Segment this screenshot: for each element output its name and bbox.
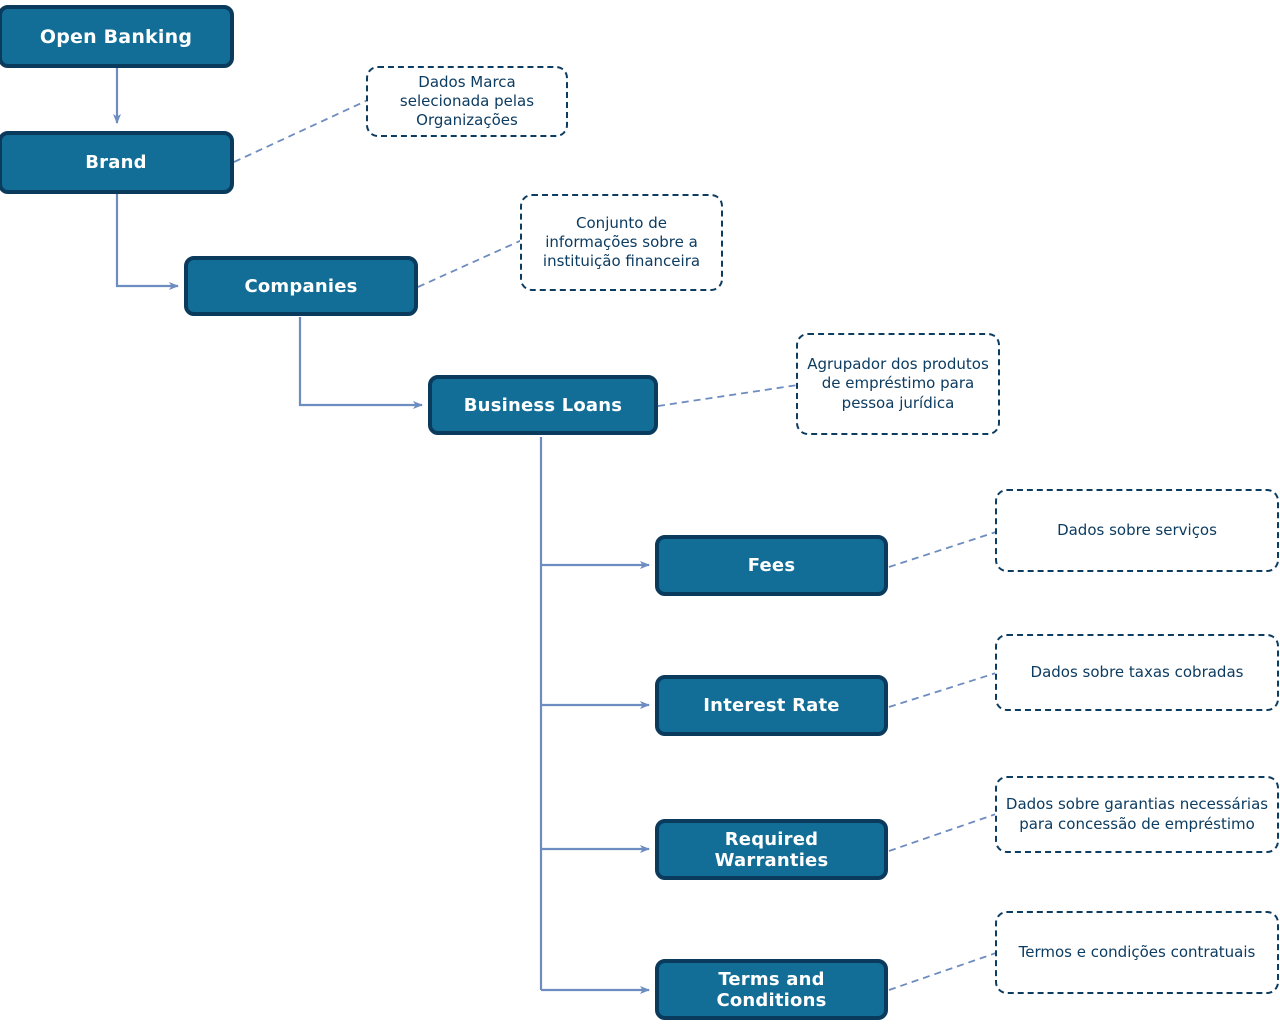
note-terms-and-conditions: Termos e condições contratuais [995, 911, 1279, 994]
node-open-banking-label: Open Banking [39, 25, 193, 48]
note-brand: Dados Marca selecionada pelas Organizaçõ… [366, 66, 568, 137]
note-required-warranties: Dados sobre garantias necessárias para c… [995, 776, 1279, 853]
leader-required-warranties-note [888, 813, 997, 852]
note-companies-text: Conjunto de informações sobre a institui… [542, 213, 701, 271]
node-fees[interactable]: Fees [655, 535, 888, 596]
leader-business-loans-note [657, 384, 799, 407]
note-brand-text: Dados Marca selecionada pelas Organizaçõ… [399, 72, 535, 130]
node-terms-and-conditions[interactable]: Terms and Conditions [655, 959, 888, 1020]
node-brand-label: Brand [85, 152, 147, 173]
node-interest-rate-label: Interest Rate [703, 695, 840, 716]
leader-fees-note [888, 531, 997, 568]
node-business-loans-label: Business Loans [463, 394, 623, 416]
note-terms-and-conditions-text: Termos e condições contratuais [1018, 942, 1256, 961]
note-business-loans: Agrupador dos produtos de empréstimo par… [796, 333, 1000, 435]
leader-brand-note [233, 99, 369, 163]
node-companies[interactable]: Companies [184, 256, 418, 316]
note-required-warranties-text: Dados sobre garantias necessárias para c… [1005, 795, 1269, 833]
leader-terms-and-conditions-note [888, 952, 997, 991]
edge-companies-to-business-loans [298, 317, 423, 409]
leader-companies-note [417, 239, 523, 288]
node-required-warranties-label: Required Warranties [714, 828, 829, 871]
note-interest-rate-text: Dados sobre taxas cobradas [1030, 662, 1244, 681]
note-business-loans-text: Agrupador dos produtos de empréstimo par… [807, 355, 989, 412]
edge-brand-to-companies [115, 194, 179, 290]
node-business-loans[interactable]: Business Loans [428, 375, 658, 435]
node-interest-rate[interactable]: Interest Rate [655, 675, 888, 736]
leader-interest-rate-note [888, 672, 997, 708]
node-fees-label: Fees [747, 555, 796, 576]
node-brand[interactable]: Brand [0, 131, 234, 194]
node-terms-and-conditions-label: Terms and Conditions [716, 968, 827, 1011]
note-fees-text: Dados sobre serviços [1057, 520, 1217, 539]
node-open-banking[interactable]: Open Banking [0, 5, 234, 68]
note-fees: Dados sobre serviços [995, 489, 1279, 572]
note-companies: Conjunto de informações sobre a institui… [520, 194, 723, 291]
node-required-warranties[interactable]: Required Warranties [655, 819, 888, 880]
note-interest-rate: Dados sobre taxas cobradas [995, 634, 1279, 711]
node-companies-label: Companies [244, 275, 358, 297]
